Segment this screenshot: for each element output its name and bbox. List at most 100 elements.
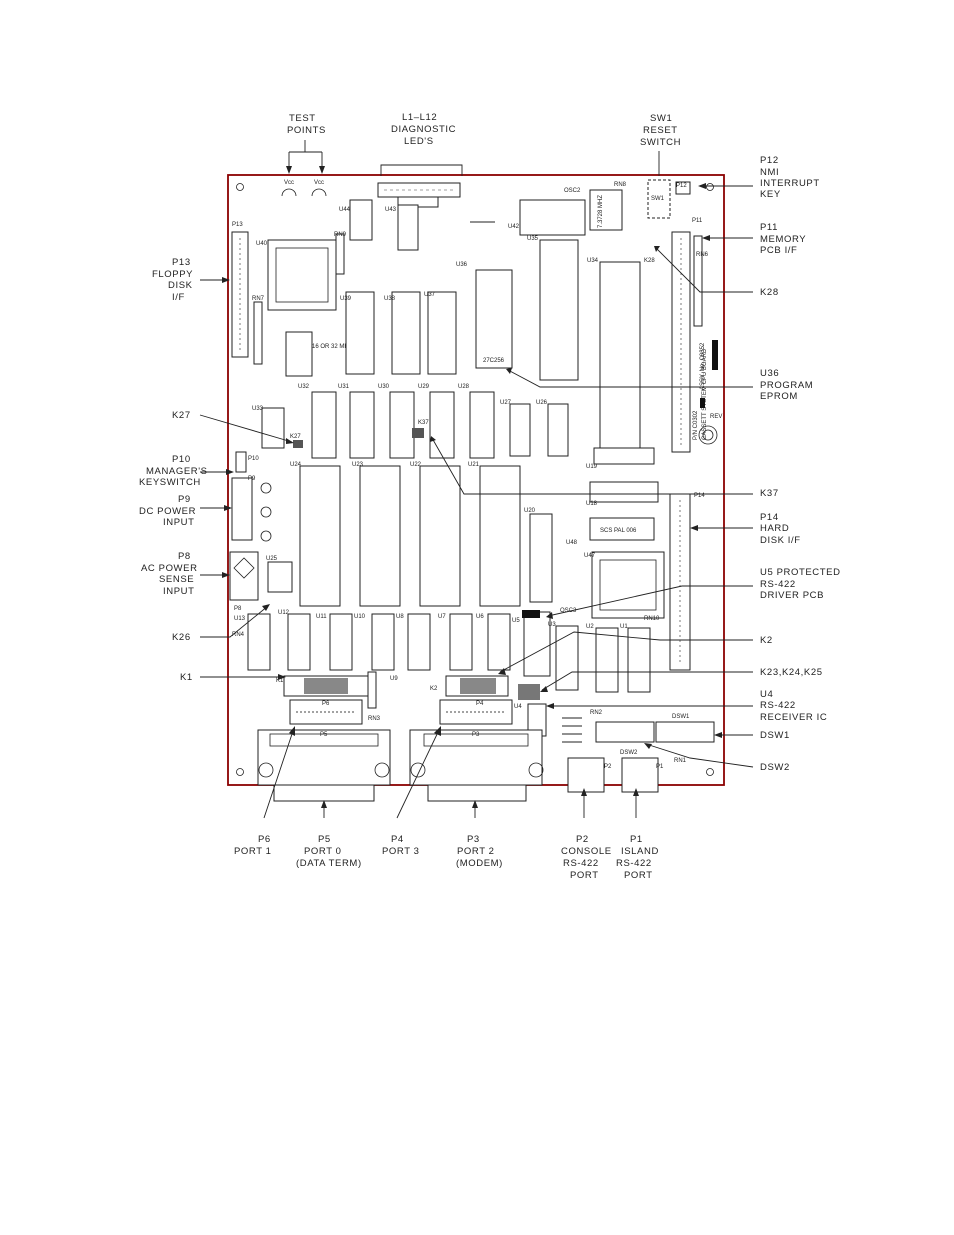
chip-u24 (299, 465, 341, 607)
label-p8: P8 AC POWER SENSE INPUT (141, 551, 197, 597)
label-p14: P14 HARD DISK I/F (760, 512, 800, 546)
svg-text:U1: U1 (620, 624, 628, 630)
label-p9: P9 DC POWER INPUT (139, 494, 195, 528)
chip-u3 (555, 625, 579, 691)
svg-text:P2: P2 (604, 764, 612, 770)
svg-text:U31: U31 (338, 384, 350, 390)
svg-text:L1–L12: L1–L12 (402, 112, 437, 123)
p11-connector (671, 231, 691, 453)
osc2-freq: 7.3728 MHZ (598, 195, 604, 228)
svg-text:P13: P13 (172, 257, 191, 268)
svg-text:P10: P10 (248, 456, 259, 462)
label-dsw1: DSW1 (760, 730, 790, 741)
chip-u18 (589, 481, 659, 503)
svg-text:U23: U23 (352, 462, 364, 468)
label-k26: K26 (172, 632, 191, 643)
svg-text:ISLAND: ISLAND (621, 846, 659, 857)
k27-jumper (293, 440, 303, 448)
svg-text:KEYSWITCH: KEYSWITCH (139, 477, 201, 488)
svg-text:U8: U8 (396, 614, 404, 620)
svg-text:MEMORY: MEMORY (760, 234, 806, 245)
svg-text:RS-422: RS-422 (616, 858, 652, 869)
k2-jumper-block (445, 675, 509, 697)
p1-jack (621, 757, 659, 793)
chip-u37 (427, 291, 457, 375)
label-p4: P4 PORT 3 (382, 834, 420, 857)
test-points: Vcc Vcc (281, 180, 327, 197)
svg-text:P1: P1 (656, 764, 664, 770)
svg-text:SENSE: SENSE (159, 574, 194, 585)
svg-text:U24: U24 (290, 462, 302, 468)
svg-text:PROGRAM: PROGRAM (760, 380, 813, 391)
svg-text:P4: P4 (391, 834, 404, 845)
osc2 (589, 189, 623, 231)
svg-text:U47: U47 (584, 553, 596, 559)
svg-text:P3: P3 (467, 834, 480, 845)
svg-text:INPUT: INPUT (163, 586, 195, 597)
mounting-holes (236, 183, 718, 776)
svg-text:DIAGNOSTIC: DIAGNOSTIC (391, 124, 456, 135)
svg-text:U35: U35 (527, 236, 539, 242)
svg-text:RESET: RESET (643, 125, 678, 136)
svg-text:K27: K27 (290, 434, 301, 440)
svg-text:P9: P9 (248, 476, 256, 482)
svg-text:RN7: RN7 (252, 296, 265, 302)
svg-text:PORT 3: PORT 3 (382, 846, 420, 857)
chip-u21 (479, 465, 521, 607)
k23-k25-jumpers (518, 684, 540, 700)
dsw2-switch (595, 721, 655, 743)
svg-text:SW1: SW1 (651, 196, 665, 202)
k37-jumper (412, 428, 424, 438)
label-p6: P6 PORT 1 (234, 834, 271, 857)
svg-text:U10: U10 (354, 614, 366, 620)
svg-text:U6: U6 (476, 614, 484, 620)
svg-text:(MODEM): (MODEM) (456, 858, 503, 869)
k1-jumper-block (283, 675, 369, 697)
svg-text:U18: U18 (586, 501, 598, 507)
svg-text:P9: P9 (178, 494, 191, 505)
svg-text:RN8: RN8 (614, 182, 627, 188)
rn2-header (562, 717, 582, 743)
svg-text:TEST: TEST (289, 113, 316, 124)
label-p5: P5 PORT 0 (DATA TERM) (296, 834, 361, 869)
crystal-label: 16 OR 32 MHZ (312, 344, 353, 350)
vcc-label: Vcc (314, 180, 324, 186)
rn3 (367, 671, 377, 709)
svg-text:U40: U40 (256, 241, 268, 247)
chip-u5 (523, 611, 551, 677)
chip-u1 (627, 627, 651, 693)
svg-text:U11: U11 (316, 614, 327, 620)
svg-text:RN6: RN6 (696, 252, 709, 258)
pal-label: SCS PAL 006 (600, 528, 637, 534)
label-u5: U5 PROTECTED RS-422 DRIVER PCB (760, 567, 840, 601)
svg-text:RN4: RN4 (232, 632, 245, 638)
svg-text:U27: U27 (500, 400, 512, 406)
svg-text:PORT: PORT (624, 870, 653, 881)
chip-u22 (419, 465, 461, 607)
p9-connector (231, 477, 253, 541)
p10-header (235, 451, 247, 473)
svg-text:K28: K28 (644, 258, 655, 264)
board-assy: ASSY. No. C0352 (700, 342, 706, 390)
svg-text:P14: P14 (760, 512, 779, 523)
svg-text:P8: P8 (178, 551, 191, 562)
chip-u48 (589, 517, 655, 541)
label-k27: K27 (172, 410, 191, 421)
chip-u31 (349, 391, 375, 459)
svg-text:U5: U5 (512, 618, 520, 624)
svg-text:INTERRUPT: INTERRUPT (760, 178, 820, 189)
chip-u13 (247, 613, 271, 671)
label-u36: U36 PROGRAM EPROM (760, 368, 813, 402)
label-test-points: TEST POINTS (287, 113, 325, 136)
diagnostic-leds (377, 182, 461, 208)
label-u4: U4 RS-422 RECEIVER IC (760, 689, 827, 723)
svg-text:MANAGER'S: MANAGER'S (146, 466, 208, 477)
svg-text:U42: U42 (508, 224, 520, 230)
svg-text:DSW1: DSW1 (672, 714, 690, 720)
svg-text:P2: P2 (576, 834, 589, 845)
svg-text:P6: P6 (258, 834, 271, 845)
svg-text:P11: P11 (692, 218, 703, 224)
svg-text:KEY: KEY (760, 189, 781, 200)
p12-header (675, 181, 691, 195)
svg-text:P10: P10 (172, 454, 191, 465)
